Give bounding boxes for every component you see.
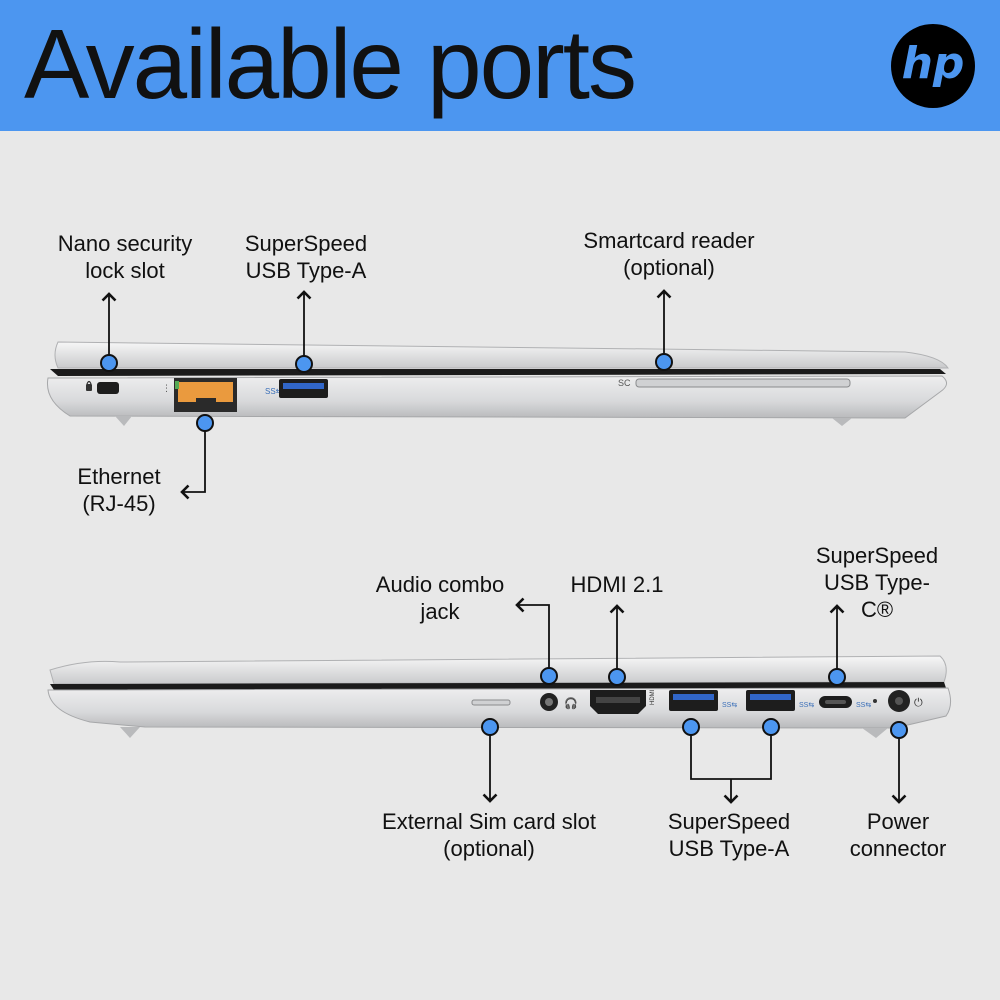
label-nano-lock: Nano security lock slot bbox=[57, 231, 193, 283]
audio-jack: 🎧 bbox=[540, 693, 578, 711]
svg-text:🎧: 🎧 bbox=[564, 697, 578, 710]
power-port: ⏻ bbox=[888, 690, 923, 712]
smartcard-slot: SC bbox=[618, 378, 851, 388]
dot-sim bbox=[481, 718, 499, 736]
ethernet-port: ⋮⋮ bbox=[162, 378, 237, 412]
dot-ethernet bbox=[196, 414, 214, 432]
label-usb-c: SuperSpeed USB Type-C® bbox=[815, 543, 939, 622]
label-ethernet: Ethernet (RJ-45) bbox=[77, 464, 161, 516]
svg-text:⏻: ⏻ bbox=[914, 697, 923, 709]
label-usb-a-top: SuperSpeed USB Type-A bbox=[244, 231, 368, 283]
dot-usb-a-2 bbox=[762, 718, 780, 736]
label-audio: Audio combo jack bbox=[375, 572, 505, 624]
svg-text:SS⇆: SS⇆ bbox=[722, 702, 737, 709]
label-smartcard: Smartcard reader (optional) bbox=[583, 228, 755, 280]
dot-hdmi bbox=[608, 668, 626, 686]
dot-power bbox=[890, 721, 908, 739]
callout-dots-bottom bbox=[481, 667, 908, 739]
dot-lock bbox=[100, 354, 118, 372]
usb-a-port-1: SS⇆ bbox=[669, 690, 737, 711]
header-banner: Available ports hp bbox=[0, 0, 1000, 131]
usb-a-port-2: SS⇆ bbox=[746, 690, 814, 711]
usb-c-port: SS⇆ bbox=[819, 696, 877, 709]
label-power: Power connector bbox=[849, 809, 947, 861]
dot-audio bbox=[540, 667, 558, 685]
hdmi-port: HDMI bbox=[590, 689, 656, 714]
hp-logo-text: hp bbox=[901, 38, 965, 89]
dot-usb-c bbox=[828, 668, 846, 686]
lock-slot bbox=[86, 380, 119, 394]
dot-usb-a-1 bbox=[682, 718, 700, 736]
dot-smartcard bbox=[655, 353, 673, 371]
hp-logo: hp bbox=[891, 24, 975, 108]
dot-usb-a-top bbox=[295, 355, 313, 373]
callout-lines-bottom bbox=[482, 597, 907, 804]
svg-text:SS⇆: SS⇆ bbox=[799, 702, 814, 709]
hdmi-marking: HDMI bbox=[650, 689, 656, 705]
laptop-right-side bbox=[47, 655, 952, 738]
smartcard-marking: SC bbox=[618, 378, 631, 388]
callout-dots-top bbox=[100, 353, 673, 432]
label-hdmi: HDMI 2.1 bbox=[570, 572, 664, 597]
svg-text:⋮⋮: ⋮⋮ bbox=[162, 383, 180, 393]
usb-a-port-top: SS⇆ bbox=[265, 379, 328, 398]
sim-slot bbox=[471, 699, 511, 706]
label-sim: External Sim card slot (optional) bbox=[382, 809, 596, 861]
page-title: Available ports bbox=[24, 9, 637, 119]
svg-text:SS⇆: SS⇆ bbox=[856, 702, 871, 709]
svg-text:SS⇆: SS⇆ bbox=[265, 387, 283, 396]
label-usb-a-bottom: SuperSpeed USB Type-A bbox=[667, 809, 791, 861]
callout-lines-top bbox=[101, 289, 672, 500]
